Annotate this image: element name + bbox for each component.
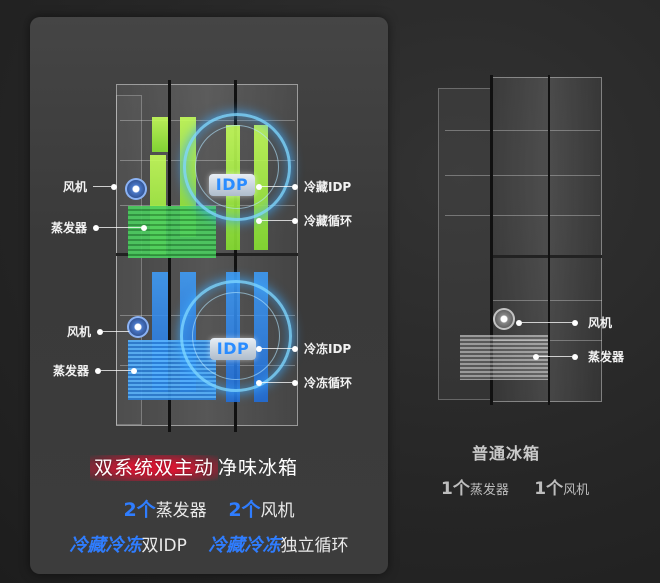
spec-line-features: 冷藏冷冻双IDP 冷藏冷冻独立循环 xyxy=(0,531,418,557)
callout-freezer-circulation: 冷冻循环 xyxy=(256,374,352,391)
callout-evaporator-upper: 蒸发器 xyxy=(51,219,148,236)
callout-evaporator-lower: 蒸发器 xyxy=(53,362,138,379)
fan-icon-upper xyxy=(125,178,147,200)
idp-badge-lower: IDP xyxy=(210,338,256,360)
spec-count: 1个 xyxy=(534,479,564,499)
callout-label: 冷冻循环 xyxy=(304,376,353,390)
spec-line-components: 2个蒸发器 2个风机 xyxy=(0,495,418,522)
fan-icon xyxy=(493,308,515,330)
idp-badge-upper: IDP xyxy=(209,174,255,196)
circulation-ring-lower xyxy=(180,280,292,392)
callout-label: 蒸发器 xyxy=(588,350,625,364)
fan-icon-lower xyxy=(127,316,149,338)
callout-label: 冷冻IDP xyxy=(304,342,352,356)
spec-count: 2个 xyxy=(123,499,156,521)
spec-text: 双IDP xyxy=(141,536,187,556)
circulation-ring-upper xyxy=(183,113,291,221)
callout-label: 蒸发器 xyxy=(53,364,90,378)
normal-callout-evaporator: 蒸发器 xyxy=(533,348,624,365)
callout-fan-lower: 风机 xyxy=(67,323,130,340)
evaporator-upper xyxy=(128,206,216,258)
spec-text: 蒸发器 xyxy=(469,483,509,498)
spec-accent: 冷藏冷冻 xyxy=(208,535,281,556)
spec-count: 2个 xyxy=(228,499,261,521)
normal-fridge-title: 普通冰箱 xyxy=(472,444,541,463)
callout-label: 风机 xyxy=(63,180,88,194)
spec-count: 1个 xyxy=(441,479,470,499)
spec-accent: 冷藏冷冻 xyxy=(69,535,142,556)
spec-text: 蒸发器 xyxy=(155,501,207,521)
callout-fridge-idp: 冷藏IDP xyxy=(256,178,351,195)
callout-label: 风机 xyxy=(588,316,613,330)
callout-label: 风机 xyxy=(67,325,92,339)
callout-label: 蒸发器 xyxy=(51,221,88,235)
spec-text: 独立循环 xyxy=(280,536,349,556)
normal-fridge-specs: 1个蒸发器 1个风机 xyxy=(441,474,589,499)
normal-callout-fan: 风机 xyxy=(516,314,612,331)
callout-fridge-circulation: 冷藏循环 xyxy=(256,212,352,229)
callout-label: 冷藏IDP xyxy=(304,180,352,194)
callout-label: 冷藏循环 xyxy=(304,214,353,228)
spec-text: 风机 xyxy=(563,483,590,498)
callout-freezer-idp: 冷冻IDP xyxy=(256,340,351,357)
headline-highlight: 双系统双主动 xyxy=(89,455,218,481)
product-headline: 双系统双主动净味冰箱 xyxy=(0,453,388,481)
spec-text: 风机 xyxy=(260,501,295,521)
headline-rest: 净味冰箱 xyxy=(218,457,299,479)
callout-fan-upper: 风机 xyxy=(63,178,118,195)
